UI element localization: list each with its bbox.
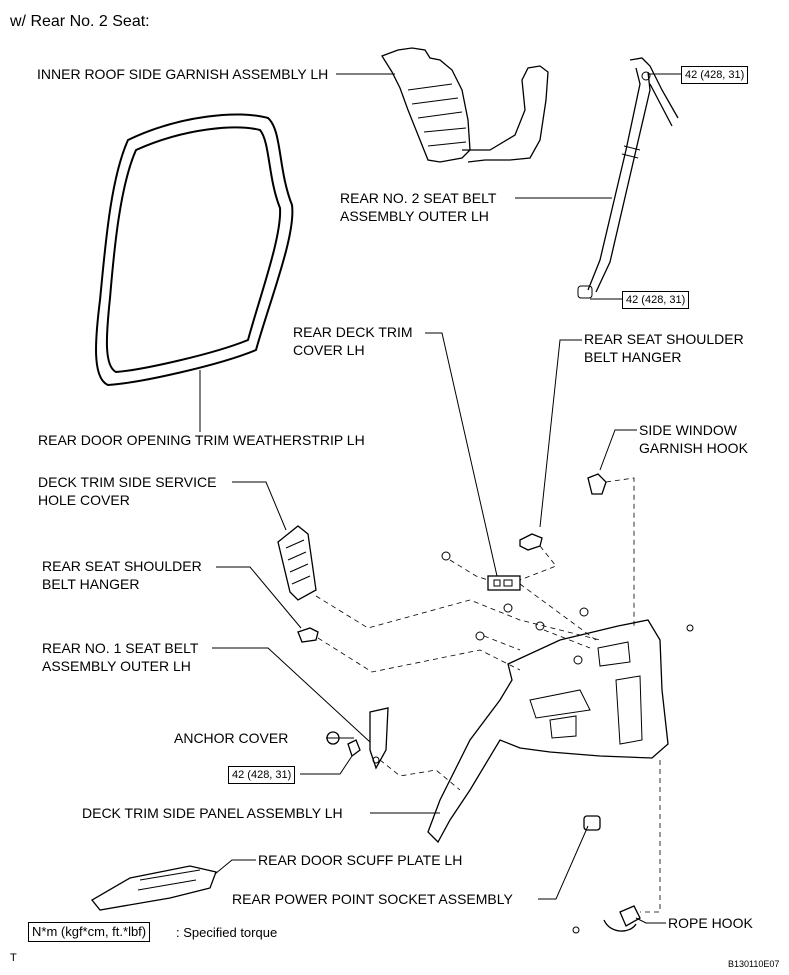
leader-shoulder-hanger-lower: [216, 566, 302, 629]
dash-shoulder-lower: [317, 637, 521, 673]
label-side-window-hook-line2: GARNISH HOOK: [639, 440, 748, 456]
inner-roof-garnish-arm: [462, 65, 549, 163]
label-side-window-hook-line1: SIDE WINDOW: [639, 422, 737, 438]
leader-scuff-plate: [214, 859, 256, 875]
dash-anchor: [379, 759, 461, 791]
dash-rope-hook: [640, 760, 661, 913]
rear-no1-belt-anchor-hole: [372, 756, 380, 764]
rear-deck-trim-cover-slots: [493, 579, 513, 587]
label-rear-no1-belt-line2: ASSEMBLY OUTER LH: [42, 658, 191, 674]
shoulder-hanger-upper-part: [519, 533, 543, 551]
power-point-part: [583, 815, 601, 831]
inner-roof-garnish-part: [381, 47, 471, 163]
rear-no2-belt-band: [621, 145, 641, 159]
label-rear-deck-trim-line1: REAR DECK TRIM: [293, 324, 413, 340]
figure-code: B130110E07: [728, 959, 780, 969]
leader-power-point: [538, 825, 589, 900]
label-rear-no1-belt-line1: REAR NO. 1 SEAT BELT: [42, 640, 199, 656]
weatherstrip-loop-inner: [105, 126, 282, 374]
leader-rope-hook: [635, 917, 666, 924]
corner-mark: T: [10, 952, 17, 964]
label-weatherstrip: REAR DOOR OPENING TRIM WEATHERSTRIP LH: [38, 432, 365, 448]
clip-5: [579, 607, 589, 617]
dash-clip-4: [543, 629, 591, 649]
legend-torque-units: N*m (kgf*cm, ft.*lbf): [28, 922, 151, 942]
label-deck-side-panel: DECK TRIM SIDE PANEL ASSEMBLY LH: [82, 805, 343, 821]
leader-side-window-hook: [599, 429, 637, 471]
label-rear-deck-trim-line2: COVER LH: [293, 342, 365, 358]
label-inner-roof-garnish: INNER ROOF SIDE GARNISH ASSEMBLY LH: [37, 66, 329, 82]
label-shoulder-hanger-lower-line1: REAR SEAT SHOULDER: [42, 558, 202, 574]
torque-spec-upper-belt-top: 42 (428, 31): [681, 66, 749, 84]
service-hole-cover-part: [277, 525, 317, 601]
anchor-bolt-part: [347, 739, 361, 758]
clip-6: [573, 655, 583, 665]
leader-torque-lower: [300, 755, 353, 775]
deck-side-panel-part: [427, 619, 669, 844]
rear-no2-belt-top: [629, 57, 679, 127]
clip-3: [503, 603, 513, 613]
inner-roof-garnish-ribs: [407, 83, 467, 147]
clip-2: [475, 631, 485, 641]
leader-shoulder-hanger-upper: [539, 339, 582, 528]
rear-no2-belt-anchor-bolt-top: [641, 71, 651, 81]
label-shoulder-hanger-upper-line2: BELT HANGER: [584, 349, 682, 365]
rear-no2-belt-strap: [587, 67, 651, 293]
rope-hook-bolt: [572, 926, 580, 934]
clip-7: [686, 624, 694, 632]
torque-spec-lower-belt: 42 (428, 31): [228, 766, 296, 784]
rope-hook-part: [603, 905, 641, 932]
diagram-heading: w/ Rear No. 2 Seat:: [10, 13, 150, 30]
legend-torque-text: : Specified torque: [176, 925, 278, 940]
weatherstrip-loop-outer: [95, 113, 294, 387]
label-power-point: REAR POWER POINT SOCKET ASSEMBLY: [232, 891, 513, 907]
anchor-cover-part: [326, 731, 340, 745]
service-hole-cover-ribs: [285, 539, 311, 585]
rear-no1-belt-part: [369, 707, 389, 770]
leader-service-cover: [232, 481, 287, 531]
dash-shoulder-upper: [519, 545, 557, 581]
dash-clip-2: [483, 635, 521, 651]
torque-spec-upper-belt-bottom: 42 (428, 31): [622, 291, 690, 309]
label-service-cover-line1: DECK TRIM SIDE SERVICE: [38, 474, 217, 490]
side-window-hook-part: [587, 473, 607, 495]
scuff-plate-ribs: [137, 869, 201, 891]
label-service-cover-line2: HOLE COVER: [38, 492, 130, 508]
label-scuff-plate: REAR DOOR SCUFF PLATE LH: [258, 852, 463, 868]
label-rear-no2-belt-line1: REAR NO. 2 SEAT BELT: [340, 190, 497, 206]
dash-deck-trim: [519, 583, 597, 641]
label-rope-hook: ROPE HOOK: [668, 915, 753, 931]
rear-no2-belt-retractor: [577, 285, 593, 299]
leader-rear-no1-belt: [212, 647, 371, 743]
clip-1: [441, 551, 451, 561]
label-rear-no2-belt-line2: ASSEMBLY OUTER LH: [340, 208, 489, 224]
rear-deck-trim-cover-part: [487, 575, 521, 591]
shoulder-hanger-lower-part: [297, 627, 319, 643]
leader-rear-deck-trim: [425, 332, 498, 577]
dash-clip-1: [449, 559, 489, 581]
deck-side-panel-detail: [529, 641, 643, 745]
label-anchor-cover: ANCHOR COVER: [174, 730, 289, 746]
label-shoulder-hanger-lower-line2: BELT HANGER: [42, 576, 140, 592]
dash-service-cover: [315, 595, 601, 641]
scuff-plate-part: [91, 865, 217, 911]
label-shoulder-hanger-upper-line1: REAR SEAT SHOULDER: [584, 331, 744, 347]
dash-side-hook: [605, 477, 635, 626]
